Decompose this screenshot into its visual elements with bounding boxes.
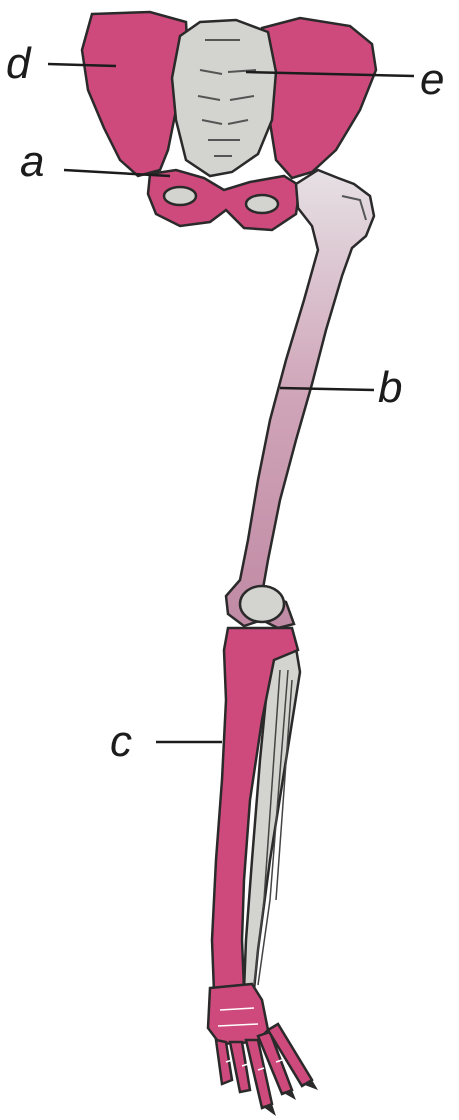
label-a: a — [20, 140, 44, 184]
sacrum — [172, 20, 276, 176]
left-obturator-foramen — [164, 187, 196, 205]
tibia-fibula — [212, 628, 300, 992]
femur — [226, 170, 374, 628]
right-obturator-foramen — [246, 195, 278, 213]
left-ilium — [82, 12, 188, 176]
label-e: e — [420, 58, 444, 102]
foot-bones — [208, 984, 318, 1116]
right-ilium — [262, 18, 376, 178]
label-b: b — [378, 366, 402, 410]
label-d: d — [6, 42, 30, 86]
label-c: c — [110, 720, 132, 764]
digit-1 — [216, 1040, 232, 1084]
patella — [240, 586, 284, 622]
